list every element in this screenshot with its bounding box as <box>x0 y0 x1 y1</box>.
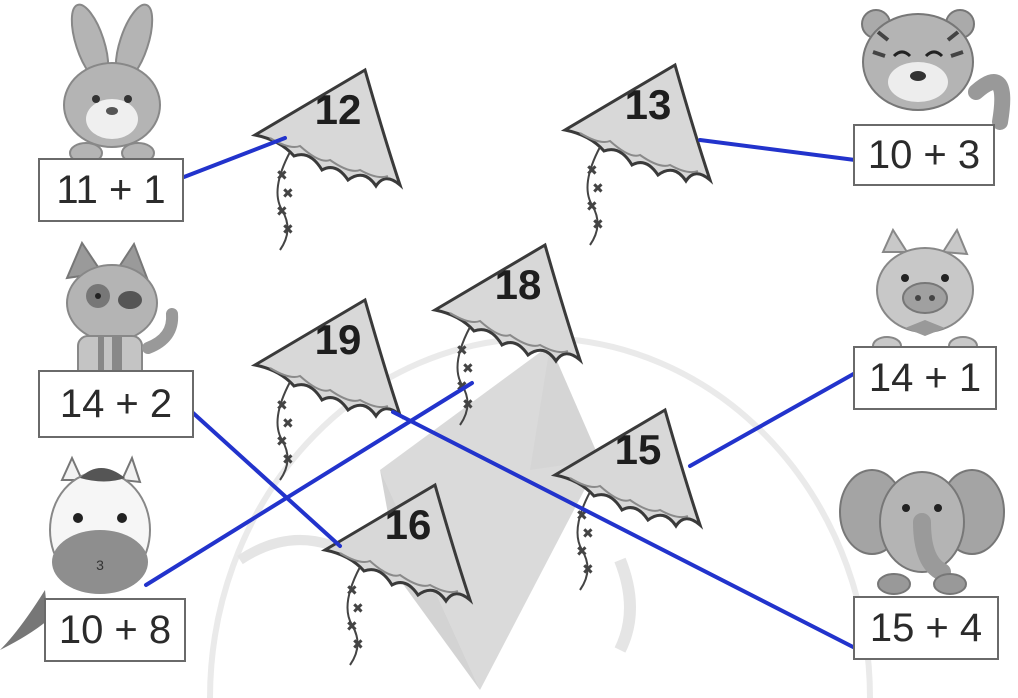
svg-text:✖: ✖ <box>456 342 468 358</box>
connector-dog-to-k16 <box>190 410 342 548</box>
dog-icon <box>65 240 179 385</box>
svg-text:✖: ✖ <box>282 221 294 237</box>
connector-horse-to-k18 <box>144 381 474 587</box>
svg-text:✖: ✖ <box>276 433 288 449</box>
kite-number: 18 <box>495 261 542 308</box>
connector-pig-to-k15 <box>688 370 859 468</box>
svg-text:✖: ✖ <box>586 162 598 178</box>
expression-box-elephant[interactable]: 15 + 4 <box>853 596 999 660</box>
svg-text:✖: ✖ <box>352 636 364 652</box>
kite-15[interactable]: ✖ ✖ ✖ ✖ 15 <box>550 407 704 591</box>
kite-number: 13 <box>625 81 672 128</box>
kite-tail <box>276 151 291 251</box>
svg-text:3: 3 <box>96 557 104 573</box>
connector-tiger-to-k13 <box>698 138 857 162</box>
kite-body <box>430 242 584 365</box>
svg-text:✖: ✖ <box>276 167 288 183</box>
kite-13[interactable]: ✖ ✖ ✖ ✖ 13 <box>560 62 714 246</box>
svg-text:✖: ✖ <box>592 180 604 196</box>
svg-text:✖: ✖ <box>276 203 288 219</box>
kite-18[interactable]: ✖ ✖ ✖ ✖ 18 <box>430 242 584 426</box>
connector-rabbit-to-k12 <box>182 136 287 179</box>
kite-12[interactable]: ✖ ✖ ✖ ✖ 12 <box>250 67 404 251</box>
kite-16[interactable]: ✖ ✖ ✖ ✖ 16 <box>320 482 474 666</box>
elephant-icon <box>839 469 1005 595</box>
svg-text:✖: ✖ <box>282 415 294 431</box>
kite-number: 19 <box>315 316 362 363</box>
tiger-icon <box>861 9 1011 130</box>
svg-text:✖: ✖ <box>592 216 604 232</box>
svg-text:✖: ✖ <box>576 543 588 559</box>
svg-text:✖: ✖ <box>346 582 358 598</box>
kite-body <box>560 62 714 185</box>
pig-icon <box>872 227 978 356</box>
svg-text:✖: ✖ <box>576 507 588 523</box>
kite-tail <box>346 566 361 666</box>
kite-number: 15 <box>615 426 662 473</box>
svg-text:✖: ✖ <box>582 525 594 541</box>
expression-box-rabbit[interactable]: 11 + 1 <box>38 158 184 222</box>
kite-body <box>250 297 404 420</box>
connector-elephant-to-k19 <box>391 410 857 650</box>
rabbit-icon <box>63 3 161 164</box>
expression-box-tiger[interactable]: 10 + 3 <box>853 124 995 186</box>
kite-body <box>550 407 704 530</box>
expression-box-pig[interactable]: 14 + 1 <box>853 346 997 410</box>
svg-text:✖: ✖ <box>586 198 598 214</box>
kite-19[interactable]: ✖ ✖ ✖ ✖ 19 <box>250 297 404 481</box>
svg-text:✖: ✖ <box>456 378 468 394</box>
kite-tail <box>586 146 601 246</box>
kite-number: 16 <box>385 501 432 548</box>
svg-text:✖: ✖ <box>352 600 364 616</box>
horse-icon: 3 <box>0 455 151 650</box>
connector-lines <box>144 136 859 650</box>
kite-tail <box>576 491 591 591</box>
svg-text:✖: ✖ <box>282 451 294 467</box>
svg-text:✖: ✖ <box>346 618 358 634</box>
kite-number: 12 <box>315 86 362 133</box>
expression-box-horse[interactable]: 10 + 8 <box>44 598 186 662</box>
svg-text:✖: ✖ <box>582 561 594 577</box>
expression-box-dog[interactable]: 14 + 2 <box>38 370 194 438</box>
kite-body <box>250 67 404 190</box>
kite-tail <box>276 381 291 481</box>
kite-body <box>320 482 474 605</box>
svg-text:✖: ✖ <box>276 397 288 413</box>
kite-tail <box>456 326 471 426</box>
svg-text:✖: ✖ <box>462 396 474 412</box>
svg-text:✖: ✖ <box>462 360 474 376</box>
svg-text:✖: ✖ <box>282 185 294 201</box>
